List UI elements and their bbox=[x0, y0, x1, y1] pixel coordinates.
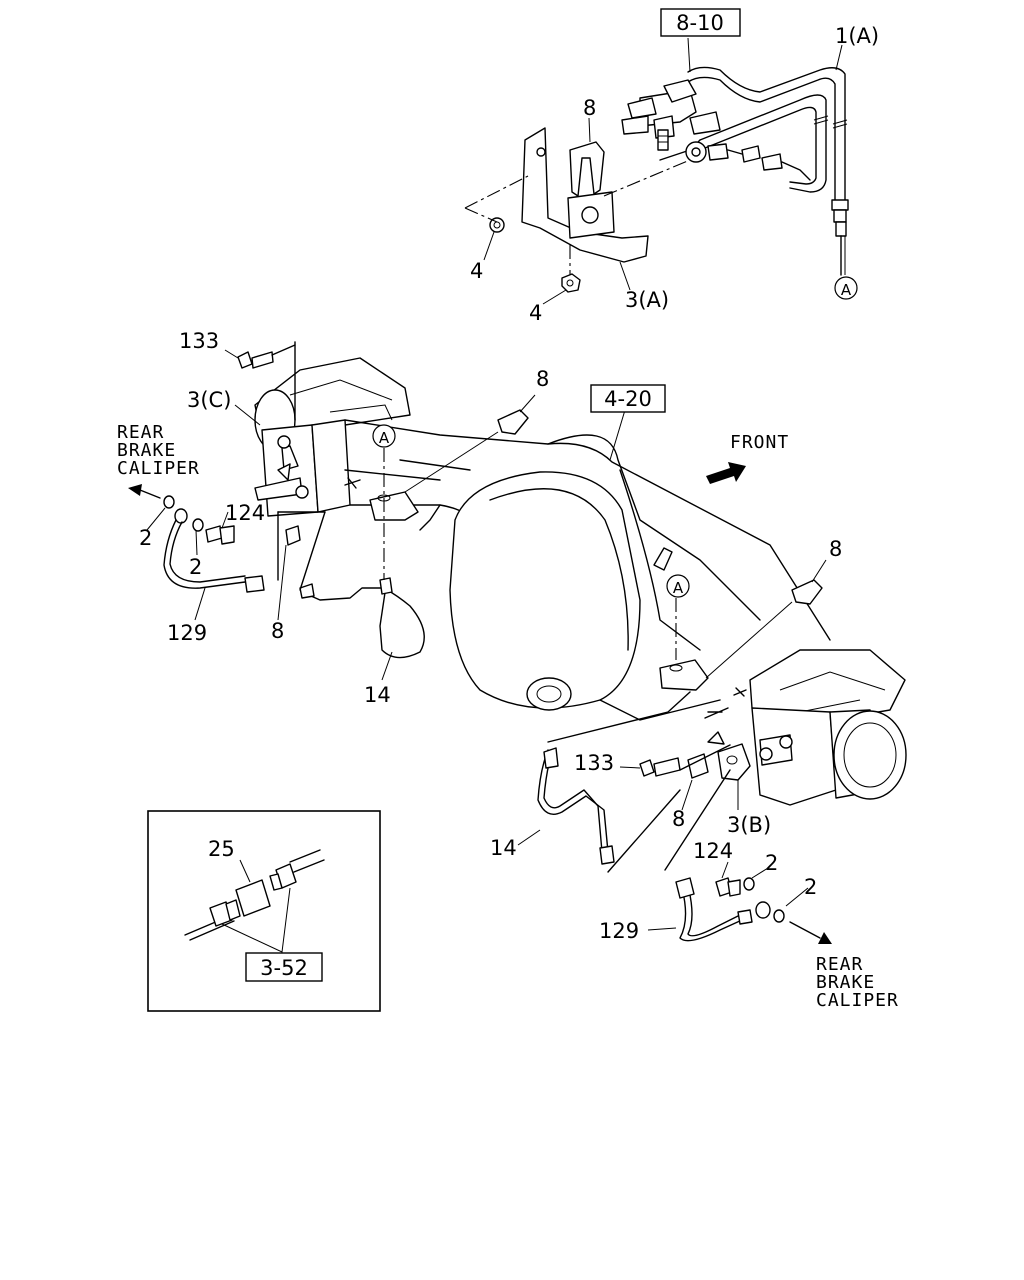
front-direction-label: FRONT bbox=[730, 432, 789, 453]
svg-text:BRAKE: BRAKE bbox=[816, 972, 875, 993]
ref-box-3-52 bbox=[245, 952, 323, 982]
rear-caliper-left-note: REAR BRAKE CALIPER bbox=[117, 422, 200, 479]
callout-clip-8-left: 8 bbox=[271, 619, 284, 643]
ref-8-10-label: 8-10 bbox=[676, 11, 724, 35]
svg-text:REAR: REAR bbox=[117, 422, 164, 443]
callout-washer-2-right-a: 2 bbox=[765, 851, 778, 875]
callout-hose-129-right: 129 bbox=[599, 919, 639, 943]
callout-pipe-1a: 1(A) bbox=[835, 24, 879, 48]
svg-text:A: A bbox=[841, 281, 852, 299]
callout-pipe-14-left: 14 bbox=[364, 683, 391, 707]
marker-a-center-left: A bbox=[372, 424, 396, 448]
callout-bracket-3c: 3(C) bbox=[187, 388, 231, 412]
left-brake-parts bbox=[128, 341, 536, 681]
ref-3-52-label: 3-52 bbox=[260, 956, 308, 980]
callout-pipe-14-right: 14 bbox=[490, 836, 517, 860]
svg-text:CALIPER: CALIPER bbox=[816, 990, 899, 1011]
marker-a-center-right: A bbox=[666, 574, 690, 598]
svg-text:BRAKE: BRAKE bbox=[117, 440, 176, 461]
callout-clip-8-center: 8 bbox=[536, 367, 549, 391]
callout-clip-8-right-b: 8 bbox=[672, 807, 685, 831]
svg-text:REAR: REAR bbox=[816, 954, 863, 975]
callout-nut-4-bottom: 4 bbox=[529, 301, 542, 325]
callout-clip-8-top: 8 bbox=[583, 96, 596, 120]
callout-washer-2-left: 2 bbox=[139, 526, 152, 550]
callout-connector-25: 25 bbox=[208, 837, 235, 861]
svg-text:A: A bbox=[379, 429, 390, 447]
callout-bracket-3a: 3(A) bbox=[625, 288, 669, 312]
rear-axle-housing bbox=[254, 357, 907, 806]
ref-box-8-10 bbox=[660, 8, 741, 37]
right-brake-parts bbox=[517, 409, 832, 944]
callout-hose-129-left: 129 bbox=[167, 621, 207, 645]
svg-text:A: A bbox=[673, 579, 684, 597]
inset-connector-detail bbox=[147, 810, 381, 1012]
callout-clip-8-right: 8 bbox=[829, 537, 842, 561]
ref-4-20-label: 4-20 bbox=[604, 387, 652, 411]
rear-caliper-right-note: REAR BRAKE CALIPER bbox=[816, 954, 899, 1011]
callout-bracket-3b: 3(B) bbox=[727, 813, 771, 837]
marker-a-top: A bbox=[834, 276, 858, 300]
ref-box-4-20 bbox=[590, 384, 666, 413]
callout-washer-2-left-b: 2 bbox=[189, 555, 202, 579]
svg-text:CALIPER: CALIPER bbox=[117, 458, 200, 479]
top-pipe-assembly bbox=[464, 37, 849, 305]
callout-washer-2-right-b: 2 bbox=[804, 875, 817, 899]
callout-bolt-133-left: 133 bbox=[179, 329, 219, 353]
callout-bolt-124-left: 124 bbox=[225, 501, 265, 525]
callout-nut-4-left: 4 bbox=[470, 259, 483, 283]
callout-bolt-133-right: 133 bbox=[574, 751, 614, 775]
callout-bolt-124-right: 124 bbox=[693, 839, 733, 863]
